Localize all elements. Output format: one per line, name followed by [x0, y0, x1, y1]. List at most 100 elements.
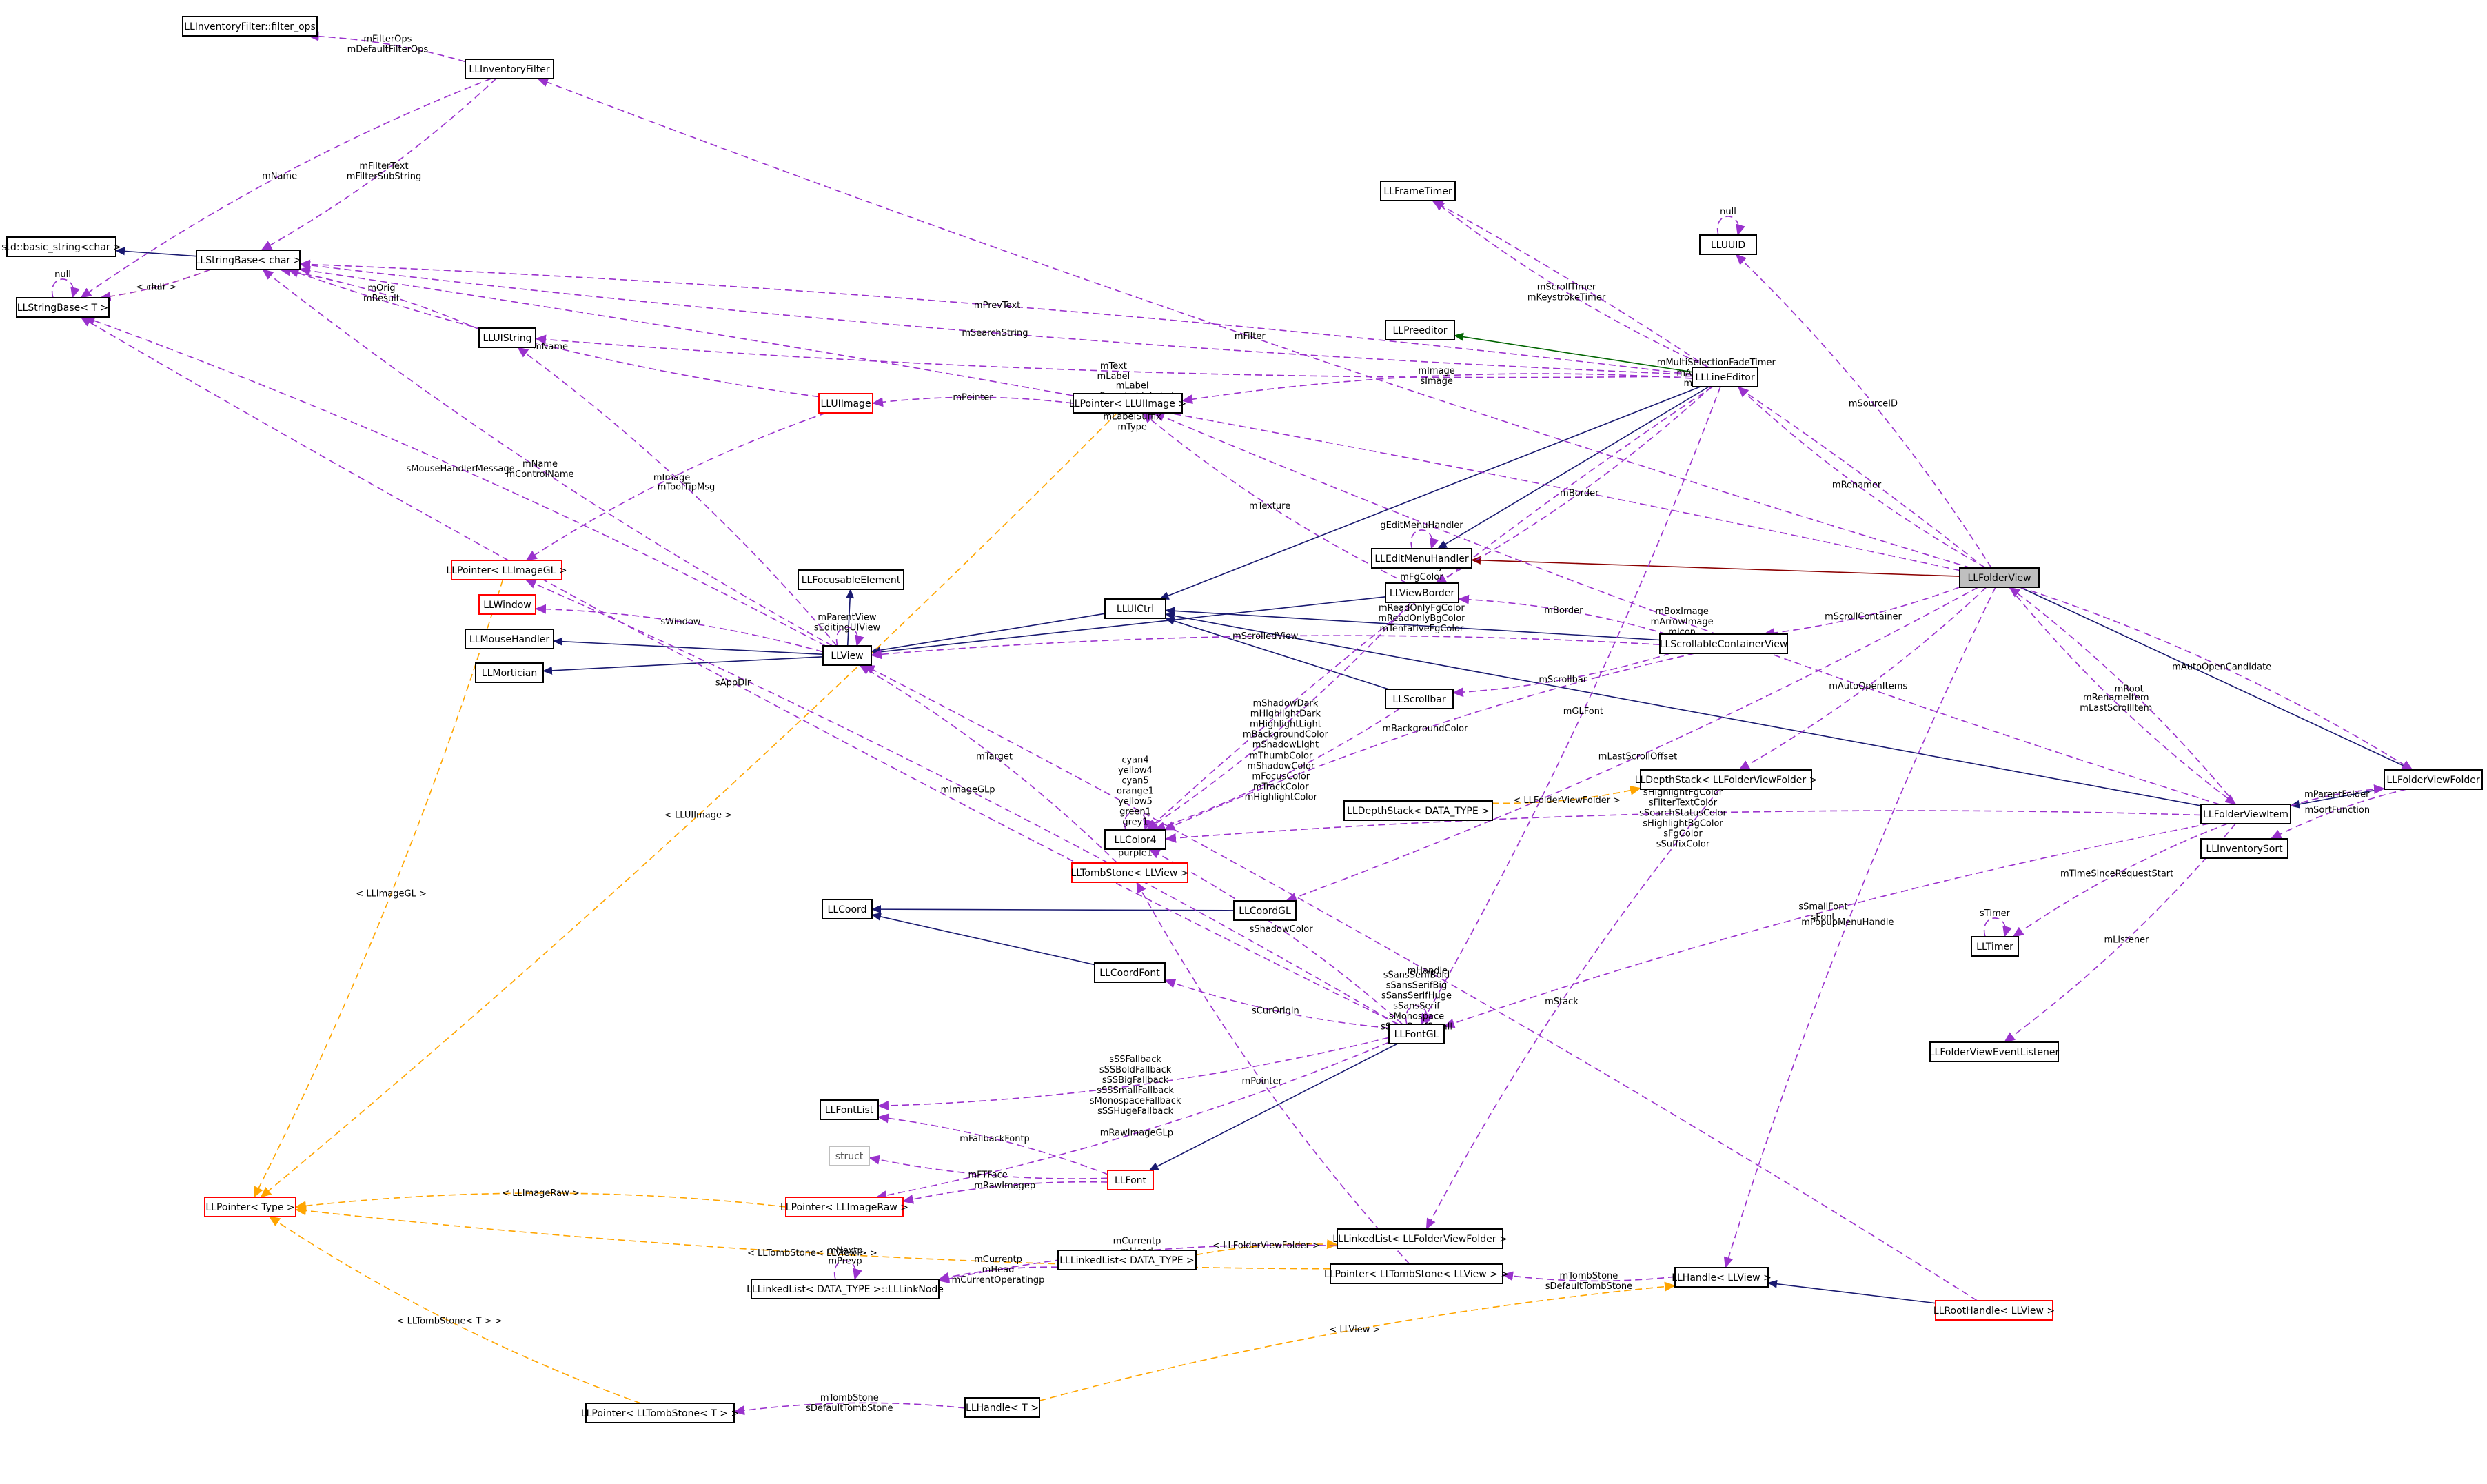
node-uictrl[interactable]: LLUICtrl — [1104, 598, 1166, 619]
node-depthstack_fvf[interactable]: LLDepthStack< LLFolderViewFolder > — [1635, 769, 1818, 790]
edge-handle_T-to-ptr_tomb_T — [733, 1402, 966, 1416]
node-label: LLFolderViewItem — [2203, 809, 2288, 820]
node-fontlist[interactable]: LLFontList — [820, 1099, 879, 1120]
node-ptr_tomb_T[interactable]: LLPointer< LLTombStone< T > > — [581, 1403, 739, 1423]
node-ptr_imagegl[interactable]: LLPointer< LLImageGL > — [446, 560, 567, 580]
node-editmenu[interactable]: LLEditMenuHandler — [1371, 548, 1472, 569]
node-mortician[interactable]: LLMortician — [475, 662, 544, 683]
node-label: LLCoordGL — [1239, 906, 1291, 917]
edge-roothandle-to-view — [863, 664, 1978, 1301]
edge-view-to-mortician — [542, 656, 824, 675]
edge-label-font-to-ptr_imageraw: mRawImagep — [974, 1181, 1035, 1191]
edge-label-line: < LLImageRaw > — [502, 1188, 580, 1199]
node-timer[interactable]: LLTimer — [1971, 936, 2019, 957]
node-scrollcontainer[interactable]: LLScrollableContainerView — [1659, 633, 1788, 654]
node-fontgl[interactable]: LLFontGL — [1388, 1024, 1445, 1044]
node-coordgl[interactable]: LLCoordGL — [1233, 900, 1297, 921]
edge-label-line: mKeystrokeTimer — [1527, 293, 1606, 303]
node-fvlistener[interactable]: LLFolderViewEventListener — [1929, 1041, 2060, 1062]
edge-label-ptr_tomb_T-to-ptr_type: < LLTombStone< T > > — [397, 1317, 503, 1327]
edge-label-line: sFont — [1811, 912, 1835, 922]
node-invfilter[interactable]: LLInventoryFilter — [465, 59, 554, 79]
edge-lineeditor-to-editmenu — [1437, 386, 1709, 549]
node-ptr_tomb_view[interactable]: LLPointer< LLTombStone< LLView > > — [1324, 1263, 1509, 1284]
node-label: LLLineEditor — [1695, 372, 1754, 383]
edge-view-to-focusable — [846, 589, 855, 647]
node-strbase_char[interactable]: LLStringBase< char > — [195, 250, 302, 270]
node-box — [204, 1197, 296, 1217]
node-fvitem[interactable]: LLFolderViewItem — [2200, 804, 2291, 824]
node-color4[interactable]: LLColor4 — [1104, 829, 1166, 850]
node-view[interactable]: LLView — [822, 645, 872, 666]
node-basic_string[interactable]: std::basic_string<char > — [1, 236, 121, 257]
edge-lineeditor-to-strbase_char — [299, 259, 1693, 375]
node-filter_ops[interactable]: LLInventoryFilter::filter_ops — [182, 16, 318, 37]
edge-label-line: mGLFont — [1563, 707, 1603, 717]
edge-label-line: mTarget — [976, 751, 1013, 762]
node-uiimage[interactable]: LLUIImage — [818, 393, 873, 414]
node-window[interactable]: LLWindow — [478, 594, 536, 615]
edge-label-line: mScrollContainer — [1825, 611, 1902, 622]
node-handle_view[interactable]: LLHandle< LLView > — [1672, 1267, 1772, 1288]
node-tomb_view[interactable]: LLTombStone< LLView > — [1070, 862, 1189, 883]
node-ptr_type[interactable]: LLPointer< Type > — [204, 1197, 296, 1217]
node-preeditor[interactable]: LLPreeditor — [1385, 320, 1455, 340]
node-invsort[interactable]: LLInventorySort — [2200, 838, 2288, 859]
edge-label-line: mShadowColor — [1247, 762, 1315, 772]
edge-color4-to-color4 — [1124, 811, 1153, 831]
node-strbase_T[interactable]: LLStringBase< T > — [16, 297, 110, 318]
node-depthstack_T[interactable]: LLDepthStack< DATA_TYPE > — [1343, 800, 1493, 821]
node-folderview[interactable]: LLFolderView — [1959, 567, 2040, 588]
node-uistring[interactable]: LLUIString — [478, 327, 536, 348]
edge-label-line: mBackgroundColor — [1243, 730, 1329, 740]
node-focusable[interactable]: LLFocusableElement — [798, 569, 904, 590]
edge-folderview-to-fvfolder — [2020, 587, 2413, 771]
edge-label-line: mScrollbar — [1539, 675, 1587, 685]
edge-label-line: mCurrentp — [1113, 1237, 1161, 1247]
node-uuid[interactable]: LLUUID — [1699, 234, 1757, 255]
edge-label-depthstack_T-to-depthstack_fvf: < LLFolderViewFolder > — [1513, 795, 1621, 806]
node-roothandle[interactable]: LLRootHandle< LLView > — [1933, 1300, 2055, 1321]
edge-label-line: sDefaultTombStone — [1545, 1281, 1632, 1292]
edge-label-line: sEditingUIView — [814, 623, 881, 633]
node-viewborder[interactable]: LLViewBorder — [1385, 582, 1459, 603]
edge-label-folderview-to-handle_view: mPopupMenuHandle — [1801, 917, 1894, 928]
edge-label-line: mCurrentp — [974, 1254, 1022, 1265]
edge-label-line: mLastScrollItem — [2080, 703, 2152, 713]
node-linkedlist_T[interactable]: LLLinkedList< DATA_TYPE > — [1057, 1250, 1197, 1270]
node-mousehandler[interactable]: LLMouseHandler — [465, 629, 554, 649]
edge-label-line: mPopupMenuHandle — [1801, 917, 1894, 928]
node-coord[interactable]: LLCoord — [822, 899, 873, 919]
node-ptr_imageraw[interactable]: LLPointer< LLImageRaw > — [780, 1197, 908, 1217]
edge-label-line: mScrolledView — [1232, 631, 1299, 642]
edge-lineeditor-to-frametimer — [1433, 200, 1709, 368]
node-box — [1107, 1170, 1154, 1190]
node-box — [1071, 862, 1188, 883]
node-font[interactable]: LLFont — [1107, 1170, 1154, 1190]
edge-lineeditor-to-viewborder — [1434, 386, 1712, 584]
node-linkedlist_fvf[interactable]: LLLinkedList< LLFolderViewFolder > — [1332, 1228, 1508, 1249]
edge-label-line: mOrig — [367, 283, 395, 294]
edge-label-line: mLastScrollOffset — [1598, 752, 1677, 762]
node-fvfolder[interactable]: LLFolderViewFolder — [2384, 769, 2483, 790]
node-handle_T[interactable]: LLHandle< T > — [964, 1397, 1040, 1418]
node-lineeditor[interactable]: LLLineEditor — [1692, 367, 1758, 387]
node-coordfont[interactable]: LLCoordFont — [1094, 962, 1166, 983]
edge-label-line: < char > — [136, 282, 176, 292]
node-box — [1640, 769, 1812, 790]
node-linknode[interactable]: LLLinkedList< DATA_TYPE >::LLLinkNode — [747, 1279, 944, 1299]
edge-folderview-to-editmenu — [1471, 556, 1960, 577]
node-scrollbar[interactable]: LLScrollbar — [1385, 689, 1454, 709]
node-struct[interactable]: struct — [829, 1146, 870, 1166]
edge-label-fvitem-to-folderview: mRoot — [2115, 684, 2144, 695]
node-box — [822, 899, 873, 919]
node-frametimer[interactable]: LLFrameTimer — [1380, 181, 1456, 201]
node-box — [6, 236, 116, 257]
edge-label-line: mFocusColor — [1252, 772, 1310, 782]
node-ptr_uiimage[interactable]: LLPointer< LLUIImage > — [1069, 393, 1186, 414]
edge-label-scrollcontainer-to-viewborder: mBorder — [1544, 605, 1583, 616]
